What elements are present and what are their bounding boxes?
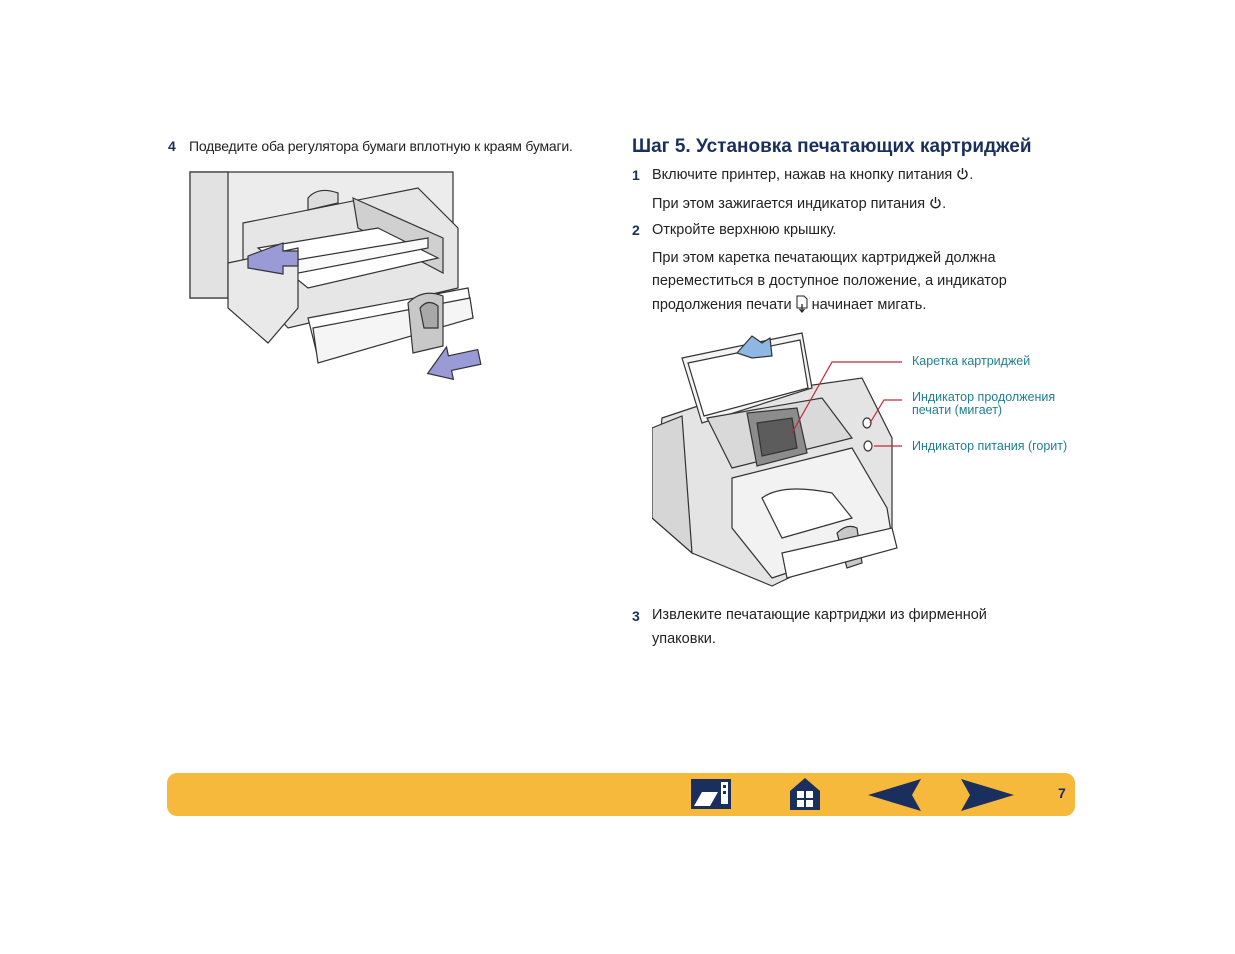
print-icon: [691, 779, 731, 809]
step-1-text: Включите принтер, нажав на кнопку питани…: [652, 167, 974, 183]
step-number-1: 1: [632, 167, 640, 183]
carriage-text-line3-before: продолжения печати: [652, 297, 792, 313]
step-number-4: 4: [168, 138, 176, 154]
paper-guide-illustration: [189, 171, 482, 381]
carriage-text-line3-after: начинает мигать.: [811, 297, 927, 313]
home-button[interactable]: [789, 777, 821, 816]
next-arrow-icon: [961, 779, 1014, 811]
step-number-3: 3: [632, 608, 640, 624]
carriage-text-line1: При этом каретка печатающих картриджей д…: [652, 250, 996, 266]
previous-page-button[interactable]: [868, 779, 922, 816]
step-3-text-line2: упаковки.: [652, 631, 716, 647]
resume-icon: [796, 295, 808, 314]
callout-power: Индикатор питания (горит): [912, 439, 1068, 453]
callout-carriage: Каретка картриджей: [912, 354, 1031, 368]
callout-resume-line1: Индикатор продолжения: [912, 390, 1056, 404]
step-2-text: Откройте верхнюю крышку.: [652, 222, 837, 238]
power-indicator-text: При этом зажигается индикатор питания .: [652, 196, 947, 212]
footer-nav-bar: [167, 773, 1075, 816]
step-1-label: Включите принтер, нажав на кнопку питани…: [652, 167, 953, 183]
page-number: 7: [1058, 785, 1066, 801]
power-icon: [930, 197, 941, 209]
power-icon: [957, 168, 968, 180]
home-icon: [790, 778, 820, 810]
carriage-text-line3: продолжения печати начинает мигать.: [652, 293, 926, 317]
callout-resume-line2: печати (мигает): [912, 403, 1003, 417]
next-page-button[interactable]: [960, 779, 1014, 816]
page-title: Шаг 5. Установка печатающих картриджей: [632, 136, 1032, 157]
previous-arrow-icon: [868, 779, 921, 811]
print-button[interactable]: [690, 778, 732, 815]
printer-open-illustration: [652, 332, 902, 587]
step-4-text: Подведите оба регулятора бумаги вплотную…: [189, 138, 573, 154]
power-indicator-label: При этом зажигается индикатор питания: [652, 196, 926, 212]
step-3-text-line1: Извлеките печатающие картриджи из фирмен…: [652, 607, 987, 623]
step-number-2: 2: [632, 222, 640, 238]
carriage-text-line2: переместиться в доступное положение, а и…: [652, 273, 1007, 289]
